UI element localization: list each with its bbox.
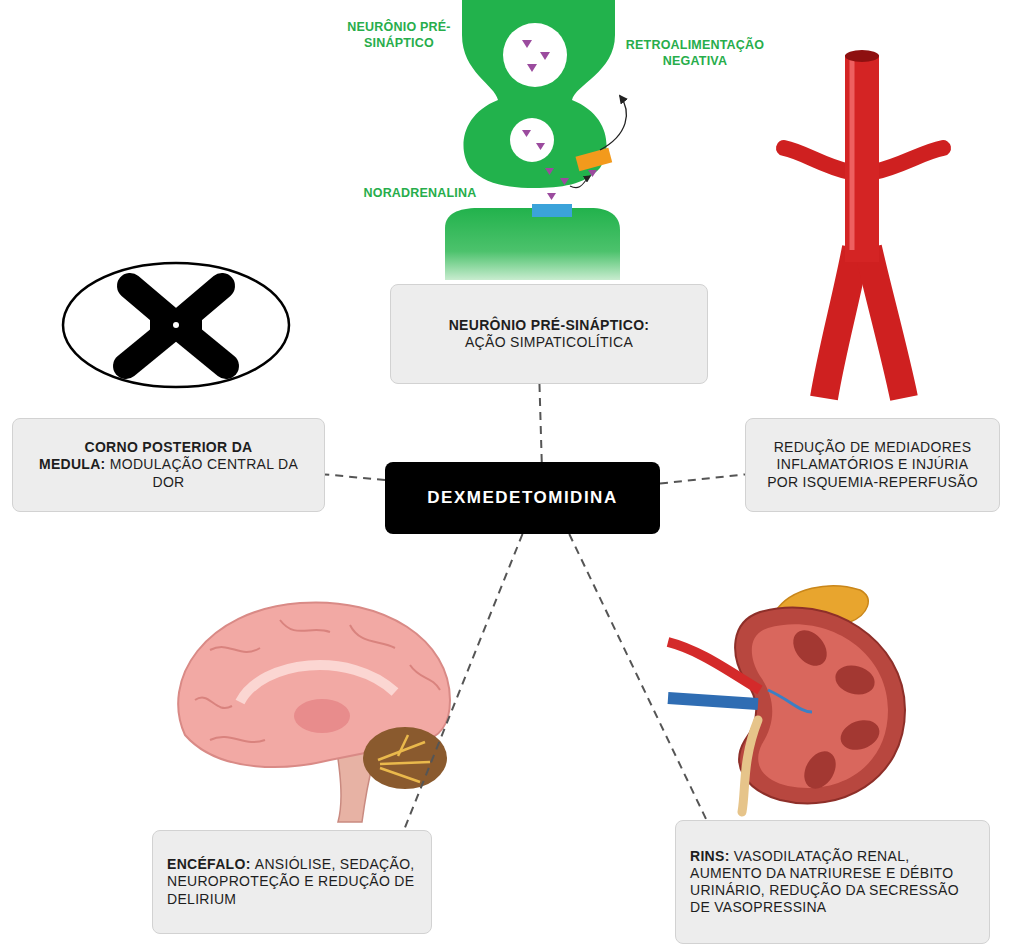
box-text: AÇÃO SIMPATICOLÍTICA [405, 334, 693, 351]
kidney-illustration [668, 586, 905, 812]
dashed-connector [325, 474, 385, 480]
box-content: REDUÇÃO DE MEDIADORES INFLAMATÓRIOS E IN… [760, 439, 985, 490]
neurotransmitter-label: NORADRENALINA [355, 186, 485, 202]
drug-box: DEXMEDETOMIDINA [385, 462, 660, 534]
effect-box: ENCÉFALO:ANSIÓLISE, SEDAÇÃO, NEUROPROTEÇ… [152, 830, 432, 934]
brain-illustration [178, 602, 450, 822]
box-heading: NEURÔNIO PRÉ-SINÁPTICO: [405, 317, 693, 334]
effect-box: REDUÇÃO DE MEDIADORES INFLAMATÓRIOS E IN… [745, 418, 1000, 512]
box-text: MODULAÇÃO CENTRAL DA DOR [110, 456, 298, 489]
dashed-connector [404, 534, 523, 830]
box-content: ENCÉFALO:ANSIÓLISE, SEDAÇÃO, NEUROPROTEÇ… [167, 856, 417, 907]
box-content: CORNO POSTERIOR DA MEDULA:MODULAÇÃO CENT… [27, 439, 310, 490]
dashed-connector [569, 534, 706, 820]
mechanism-box: NEURÔNIO PRÉ-SINÁPTICO:AÇÃO SIMPATICOLÍT… [390, 284, 708, 384]
box-text: REDUÇÃO DE MEDIADORES INFLAMATÓRIOS E IN… [767, 439, 978, 489]
box-content: DEXMEDETOMIDINA [399, 488, 646, 508]
effect-box: CORNO POSTERIOR DA MEDULA:MODULAÇÃO CENT… [12, 418, 325, 512]
feedback-label: RETROALIMENTAÇÃO NEGATIVA [620, 38, 770, 69]
box-heading: ENCÉFALO: [167, 856, 251, 872]
effect-box: RINS:VASODILATAÇÃO RENAL, AUMENTO DA NAT… [675, 820, 990, 944]
dashed-connector [660, 474, 745, 483]
box-text: VASODILATAÇÃO RENAL, AUMENTO DA NATRIURE… [690, 848, 959, 915]
artery-illustration [784, 50, 943, 398]
box-text: DEXMEDETOMIDINA [427, 488, 617, 507]
synapse-illustration [445, 0, 626, 280]
neuron-label: NEURÔNIO PRÉ-SINÁPTICO [345, 20, 453, 51]
box-content: RINS:VASODILATAÇÃO RENAL, AUMENTO DA NAT… [690, 848, 975, 916]
box-heading: RINS: [690, 848, 730, 864]
box-content: NEURÔNIO PRÉ-SINÁPTICO:AÇÃO SIMPATICOLÍT… [405, 317, 693, 351]
spinal-cord-illustration [63, 263, 289, 387]
dashed-connector [539, 384, 541, 462]
